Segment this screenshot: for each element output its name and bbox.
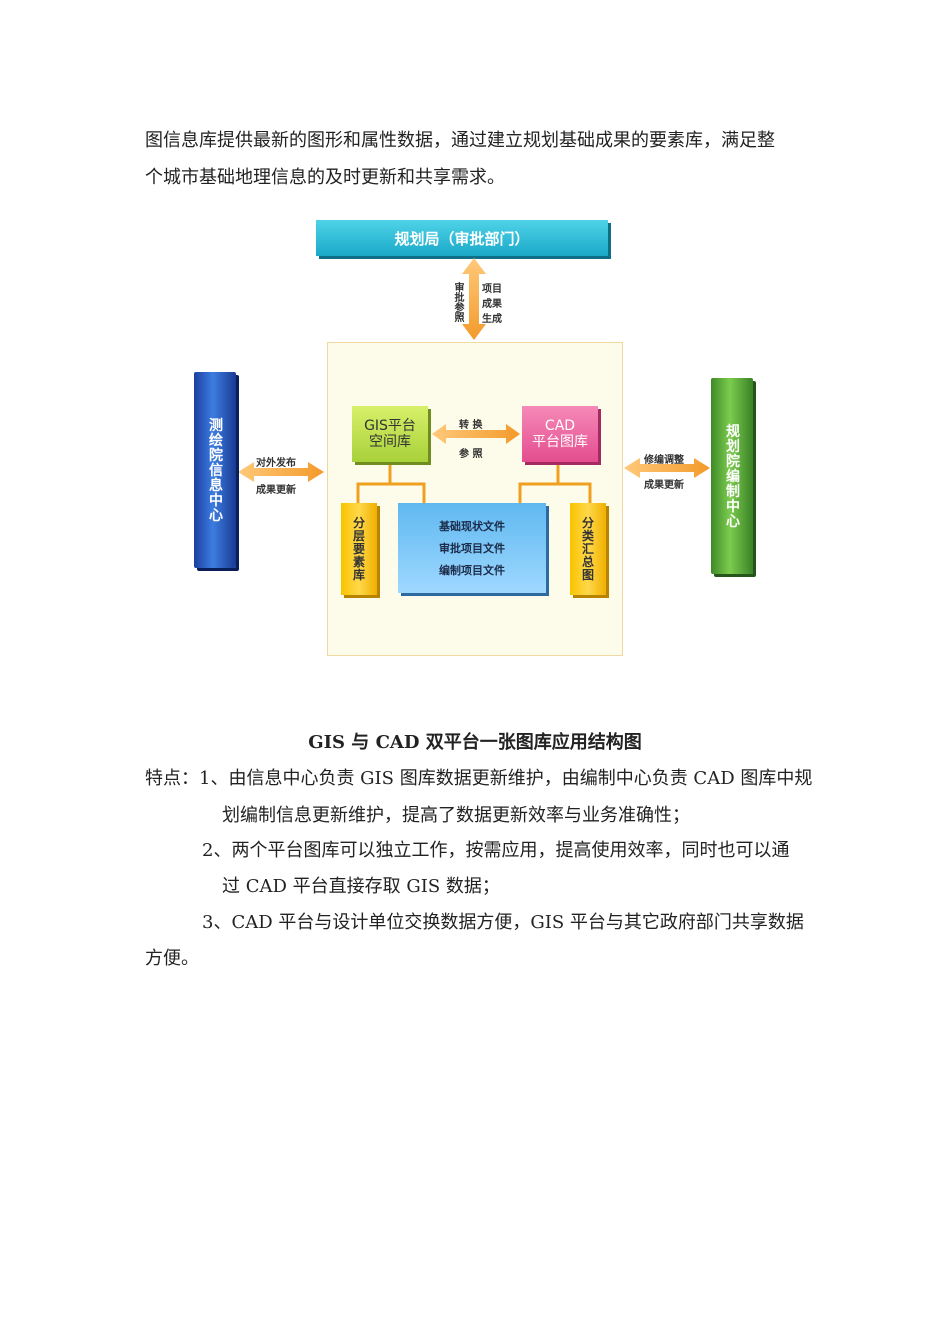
intro-line-1: 图信息库提供最新的图形和属性数据，通过建立规划基础成果的要素库，满足整: [145, 130, 775, 151]
project-output-label: 项目成果生成: [482, 284, 502, 325]
diagram-caption: GIS 与 CAD 双平台一张图库应用结构图: [308, 732, 642, 753]
layered-feature-db-label: 分层要素库: [351, 516, 366, 582]
revision-adjust-label: 修编调整: [644, 455, 684, 466]
left-double-arrow: [238, 462, 324, 482]
file-item: 编制项目文件: [439, 564, 505, 577]
feature-line-1: 特点：1、由信息中心负责 GIS 图库数据更新维护，由编制中心负责 CAD 图库…: [145, 768, 813, 789]
right-result-update-label: 成果更新: [644, 480, 684, 491]
top-double-arrow: [462, 258, 486, 340]
convert-label: 转 换: [459, 420, 483, 431]
middle-double-arrow: [432, 424, 520, 444]
external-release-label: 对外发布: [256, 458, 296, 469]
feature-line-3: 2、两个平台图库可以独立工作，按需应用，提高使用效率，同时也可以通: [202, 840, 790, 861]
reference-label: 参 照: [459, 449, 483, 460]
feature-line-5: 3、CAD 平台与设计单位交换数据方便，GIS 平台与其它政府部门共享数据: [202, 912, 804, 933]
dual-platform-panel: [327, 342, 623, 656]
gis-platform-box: GIS平台空间库: [352, 406, 428, 462]
category-summary-box: 分类汇总图: [570, 503, 606, 595]
left-result-update-label: 成果更新: [256, 485, 296, 496]
file-library-box: 基础现状文件 审批项目文件 编制项目文件: [398, 503, 546, 593]
intro-line-2: 个城市基础地理信息的及时更新和共享需求。: [145, 167, 505, 188]
gis-line-2: 空间库: [369, 434, 411, 450]
category-summary-label: 分类汇总图: [580, 516, 595, 582]
layered-feature-db-box: 分层要素库: [341, 503, 377, 595]
file-item: 基础现状文件: [439, 520, 505, 533]
surveying-info-center-label: 测绘院信息中心: [207, 417, 223, 523]
approval-reference-label: 审批参照: [452, 282, 463, 322]
feature-line-4: 过 CAD 平台直接存取 GIS 数据；: [222, 876, 500, 897]
file-item: 审批项目文件: [439, 542, 505, 555]
gis-line-1: GIS平台: [364, 418, 416, 434]
cad-line-2: 平台图库: [532, 434, 588, 450]
planning-compile-center-bar: 规划院编制中心: [711, 378, 753, 574]
feature-line-2: 划编制信息更新维护，提高了数据更新效率与业务准确性；: [222, 805, 690, 826]
feature-line-6: 方便。: [145, 948, 199, 969]
diagram-arrows: [238, 258, 710, 503]
surveying-info-center-bar: 测绘院信息中心: [194, 372, 236, 568]
cad-line-1: CAD: [544, 418, 576, 434]
right-double-arrow: [624, 458, 710, 478]
connector-lines: [356, 465, 592, 503]
planning-bureau-box: 规划局（审批部门）: [316, 220, 608, 256]
planning-compile-center-label: 规划院编制中心: [724, 423, 740, 529]
